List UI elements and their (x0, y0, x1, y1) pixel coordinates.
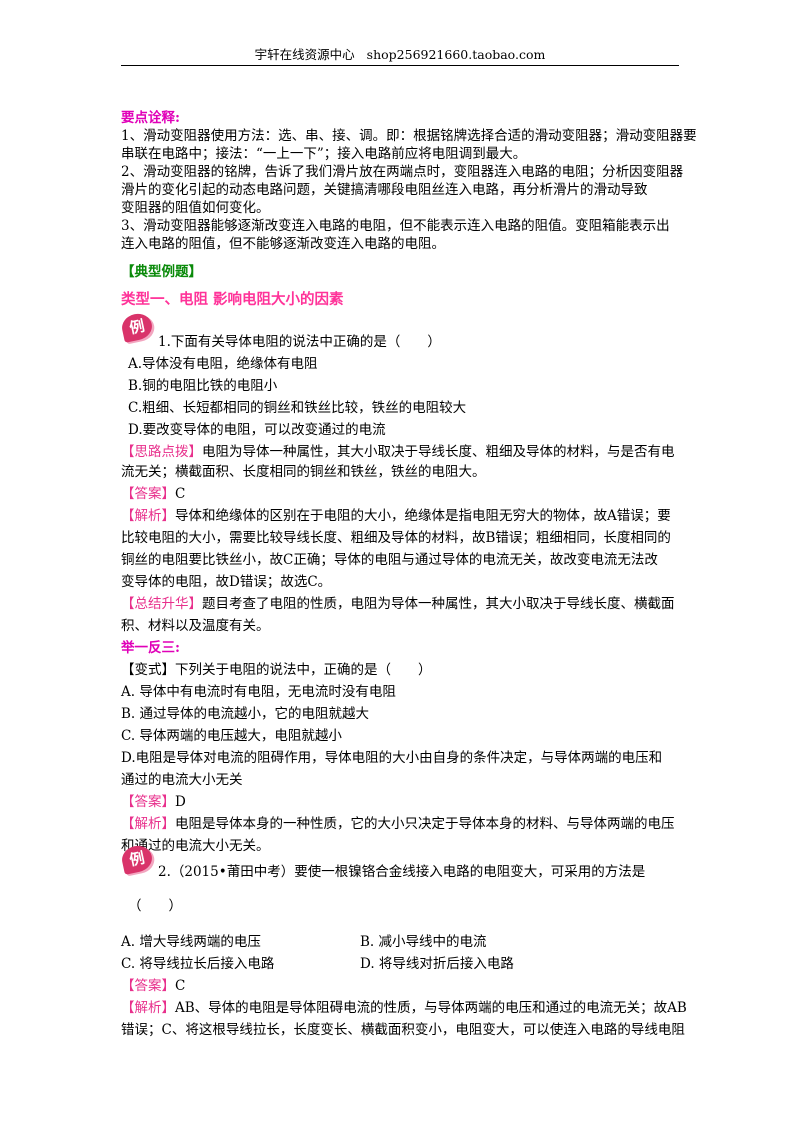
q1-analysis: 【解析】导体和绝缘体的区别在于电阻的大小，绝缘体是指电阻无穷大的物体，故A错误；… (121, 506, 691, 526)
header-shop-url[interactable]: shop256921660.taobao.com (366, 47, 546, 62)
key-point-line: 串联在电路中；接法：“一上一下”；接入电路前应将电阻调到最大。 (121, 146, 527, 162)
variant-stem: 【变式】下列关于电阻的说法中，正确的是（ ） (121, 662, 432, 678)
hint-tag: 【思路点拨】 (121, 444, 202, 460)
variant-answer: 【答案】D (121, 792, 691, 812)
key-point-line: 1、滑动变阻器使用方法：选、串、接、调。即：根据铭牌选择合适的滑动变阻器；滑动变… (121, 128, 697, 144)
answer-tag: 【答案】 (121, 486, 175, 502)
analysis-text: 电阻是导体本身的一种性质，它的大小只决定于导体本身的材料、与导体两端的电压 (175, 816, 675, 832)
q1-option-d: D.要改变导体的电阻，可以改变通过的电流 (128, 422, 386, 438)
q1-option-c: C.粗细、长短都相同的铜丝和铁丝比较，铁丝的电阻较大 (128, 400, 467, 416)
key-points-title: 要点诠释: (121, 110, 180, 126)
answer-value: C (175, 978, 186, 994)
key-point-line: 3、滑动变阻器能够逐渐改变连入电路的电阻，但不能表示连入电路的阻值。变阻箱能表示… (121, 218, 670, 234)
section-title: 【典型例题】 (121, 264, 202, 280)
analysis-tag: 【解析】 (121, 1000, 175, 1016)
q2-option-a: A. 增大导线两端的电压 (121, 934, 261, 950)
q2-stem: 2.（2015•莆田中考）要使一根镍铬合金线接入电路的电阻变大，可采用的方法是 (158, 864, 646, 880)
type1-title: 类型一、电阻 影响电阻大小的因素 (121, 291, 344, 308)
q2-option-c: C. 将导线拉长后接入电路 (121, 956, 275, 972)
q2-analysis-line: 错误；C、将这根导线拉长，长度变长、横截面积变小，电阻变大，可以使连入电路的导线… (121, 1022, 685, 1038)
analysis-tag: 【解析】 (121, 816, 175, 832)
key-point-line: 连入电路的阻值，但不能够逐渐改变连入电路的电阻。 (121, 236, 445, 252)
key-point-line: 滑片的变化引起的动态电路问题，关键搞清哪段电阻丝连入电路，再分析滑片的滑动导致 (121, 182, 648, 198)
q1-summary-line: 积、材料以及温度有关。 (121, 618, 270, 634)
q1-hint: 【思路点拨】电阻为导体一种属性，其大小取决于导线长度、粗细及导体的材料，与是否有… (121, 442, 691, 462)
q1-analysis-line: 比较电阻的大小，需要比较导线长度、粗细及导体的材料，故B错误；粗细相同，长度相同… (121, 530, 671, 546)
hint-text: 电阻为导体一种属性，其大小取决于导线长度、粗细及导体的材料，与是否有电 (202, 444, 675, 460)
example-badge-icon: 例 (119, 311, 155, 343)
variant-option-d: D.电阻是导体对电流的阻碍作用，导体电阻的大小由自身的条件决定，与导体两端的电压… (121, 750, 663, 766)
variant-analysis: 【解析】电阻是导体本身的一种性质，它的大小只决定于导体本身的材料、与导体两端的电… (121, 814, 691, 834)
answer-tag: 【答案】 (121, 794, 175, 810)
q1-hint-cont: 流无关；横截面积、长度相同的铜丝和铁丝，铁丝的电阻大。 (121, 464, 486, 480)
variant-option-c: C. 导体两端的电压越大，电阻就越小 (121, 728, 342, 744)
q2-answer: 【答案】C (121, 976, 691, 996)
variant-analysis-line: 和通过的电流大小无关。 (121, 838, 270, 854)
q2-analysis: 【解析】AB、导体的电阻是导体阻碍电流的性质，与导体两端的电压和通过的电流无关；… (121, 998, 691, 1018)
q1-answer: 【答案】C (121, 484, 691, 504)
analysis-tag: 【解析】 (121, 508, 175, 524)
q1-option-a: A.导体没有电阻，绝缘体有电阻 (128, 356, 318, 372)
answer-value: D (175, 794, 186, 810)
q1-analysis-line: 变导体的电阻，故D错误；故选C。 (121, 574, 332, 590)
analysis-text: AB、导体的电阻是导体阻碍电流的性质，与导体两端的电压和通过的电流无关；故AB (175, 1000, 687, 1016)
summary-text: 题目考查了电阻的性质，电阻为导体一种属性，其大小取决于导线长度、横截面 (202, 596, 675, 612)
answer-tag: 【答案】 (121, 978, 175, 994)
variant-heading: 举一反三: (121, 640, 180, 656)
variant-option-b: B. 通过导体的电流越小，它的电阻就越大 (121, 706, 370, 722)
key-point-line: 变阻器的阻值如何变化。 (121, 200, 270, 216)
q1-stem: 1.下面有关导体电阻的说法中正确的是（ ） (158, 334, 441, 350)
q1-option-b: B.铜的电阻比铁的电阻小 (128, 378, 278, 394)
variant-option-d-cont: 通过的电流大小无关 (121, 772, 243, 788)
summary-tag: 【总结升华】 (121, 596, 202, 612)
answer-value: C (175, 486, 186, 502)
q2-option-b: B. 减小导线中的电流 (360, 934, 487, 950)
analysis-text: 导体和绝缘体的区别在于电阻的大小，绝缘体是指电阻无穷大的物体，故A错误；要 (175, 508, 671, 524)
header-site: 宇轩在线资源中心 (254, 47, 355, 62)
page-header: 宇轩在线资源中心 shop256921660.taobao.com (121, 46, 679, 66)
q1-analysis-line: 铜丝的电阻要比铁丝小，故C正确；导体的电阻与通过导体的电流无关，故改变电流无法改 (121, 552, 658, 568)
variant-option-a: A. 导体中有电流时有电阻，无电流时没有电阻 (121, 684, 396, 700)
q1-summary: 【总结升华】题目考查了电阻的性质，电阻为导体一种属性，其大小取决于导线长度、横截… (121, 594, 691, 614)
q2-option-d: D. 将导线对折后接入电路 (360, 956, 514, 972)
key-point-line: 2、滑动变阻器的铭牌，告诉了我们滑片放在两端点时，变阻器连入电路的电阻；分析因变… (121, 164, 684, 180)
q2-paren: （ ） (128, 898, 182, 914)
